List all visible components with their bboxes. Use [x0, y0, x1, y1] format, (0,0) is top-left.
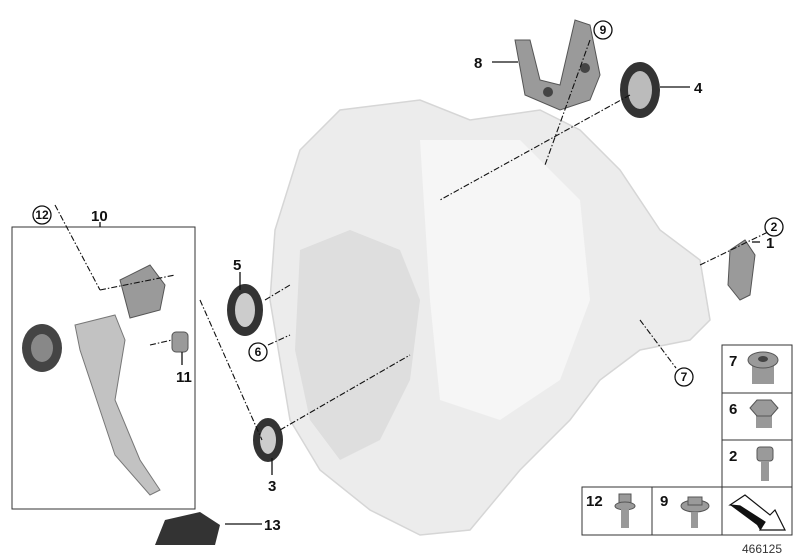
callout-9: 9 — [600, 23, 607, 37]
callout-8: 8 — [474, 55, 482, 72]
torx-bolt-flange-icon — [614, 493, 636, 528]
fastener-legend: 7 6 2 12 9 — [581, 344, 793, 536]
callout-1: 1 — [766, 235, 774, 252]
callout-13: 13 — [264, 517, 281, 534]
callout-9-circle — [593, 20, 613, 40]
leader-lines — [54, 39, 769, 525]
diagram-id: 466125 — [742, 542, 782, 556]
legend-label-12: 12 — [586, 493, 603, 510]
part-8-bracket[interactable] — [514, 19, 601, 111]
callout-12-circle — [32, 205, 52, 225]
part-13-boot[interactable] — [155, 512, 220, 545]
part-10-clutch-release[interactable] — [22, 264, 166, 496]
part-3-seal[interactable] — [253, 418, 283, 462]
callout-6: 6 — [255, 345, 262, 359]
screw-plug-hex-icon — [749, 399, 779, 428]
legend-label-9: 9 — [660, 493, 668, 510]
callout-10: 10 — [91, 208, 108, 225]
callout-2: 2 — [771, 220, 778, 234]
callout-2-circle — [764, 217, 784, 237]
part-11-pivot-bolt[interactable] — [171, 331, 189, 353]
callout-7-circle — [674, 367, 694, 387]
torx-bolt-icon — [756, 446, 774, 481]
callout-5: 5 — [233, 257, 241, 274]
callout-12: 12 — [35, 208, 49, 222]
screw-plug-hex-socket-icon — [747, 351, 779, 384]
legend-label-6: 6 — [729, 401, 737, 418]
part-1-bracket[interactable] — [727, 239, 756, 301]
hex-bolt-washer-icon — [680, 496, 710, 528]
legend-label-7: 7 — [729, 353, 737, 370]
callout-4: 4 — [694, 80, 703, 97]
callout-6-circle — [248, 342, 268, 362]
direction-arrow-icon — [728, 494, 786, 531]
part-5-seal[interactable] — [227, 284, 263, 336]
callout-7: 7 — [681, 370, 688, 384]
legend-label-2: 2 — [729, 448, 737, 465]
part-4-seal[interactable] — [620, 62, 660, 118]
callout-3: 3 — [268, 478, 276, 495]
callout-11: 11 — [176, 369, 192, 386]
part-10-group-box — [11, 226, 196, 510]
transmission-housing — [269, 99, 711, 536]
